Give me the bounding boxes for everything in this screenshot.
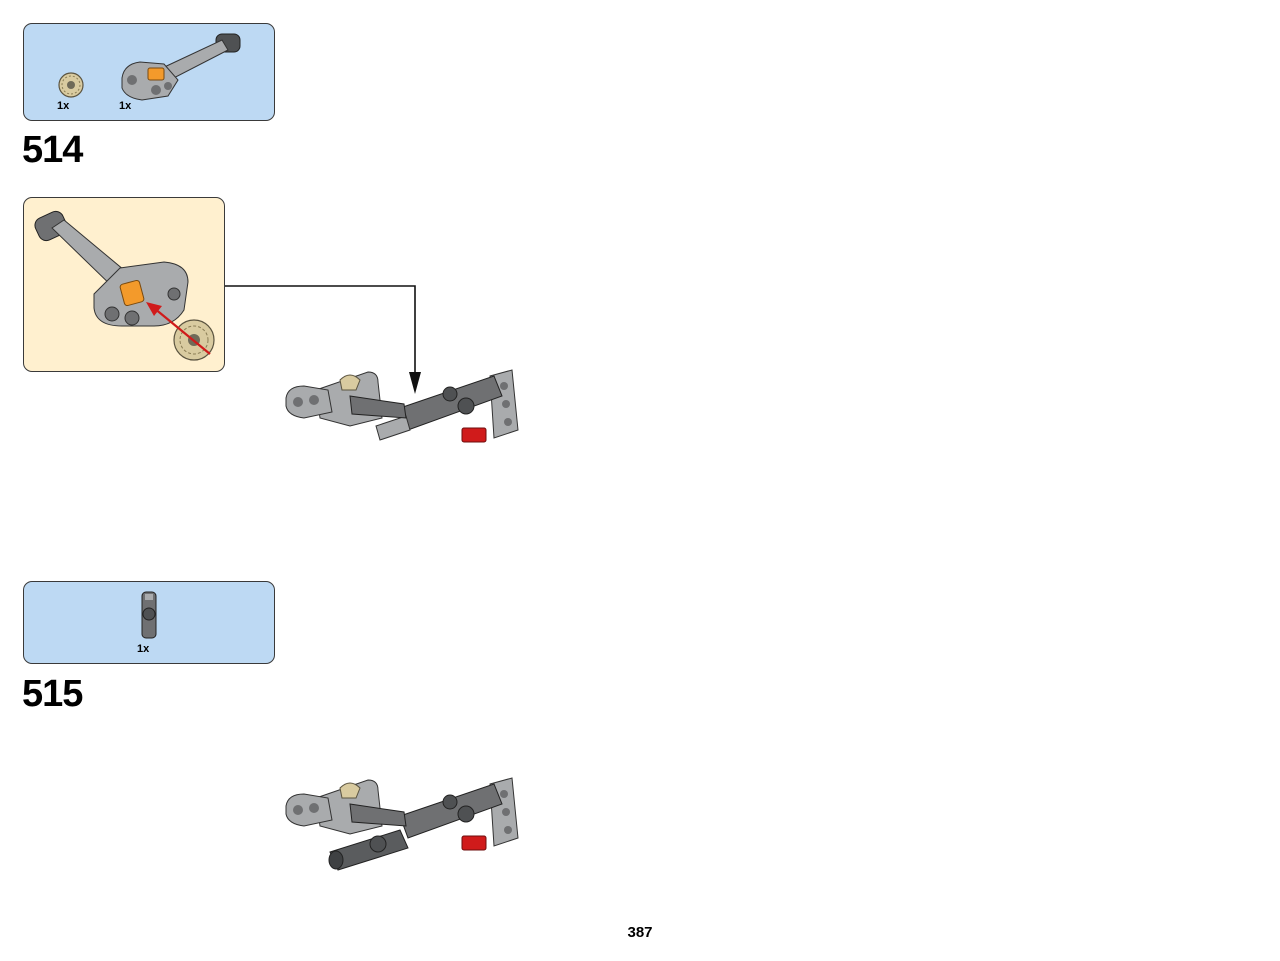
part-qty: 1x bbox=[57, 100, 70, 112]
subassembly-callout bbox=[23, 197, 225, 372]
axle-connector-icon bbox=[141, 591, 157, 639]
part-qty: 1x bbox=[119, 100, 132, 112]
steering-arm-icon bbox=[121, 33, 241, 101]
parts-list-515: 1x bbox=[23, 581, 275, 664]
parts-list-514: 1x 1x bbox=[23, 23, 275, 121]
page-number: 387 bbox=[627, 924, 653, 941]
part-qty: 1x bbox=[137, 643, 150, 655]
gear-wheel-icon bbox=[58, 72, 84, 98]
step-number: 514 bbox=[22, 129, 83, 171]
model-step-515-icon bbox=[285, 777, 519, 871]
steering-arm-assembly-icon bbox=[34, 210, 215, 361]
step-number: 515 bbox=[22, 673, 83, 715]
model-step-514-icon bbox=[285, 369, 519, 443]
